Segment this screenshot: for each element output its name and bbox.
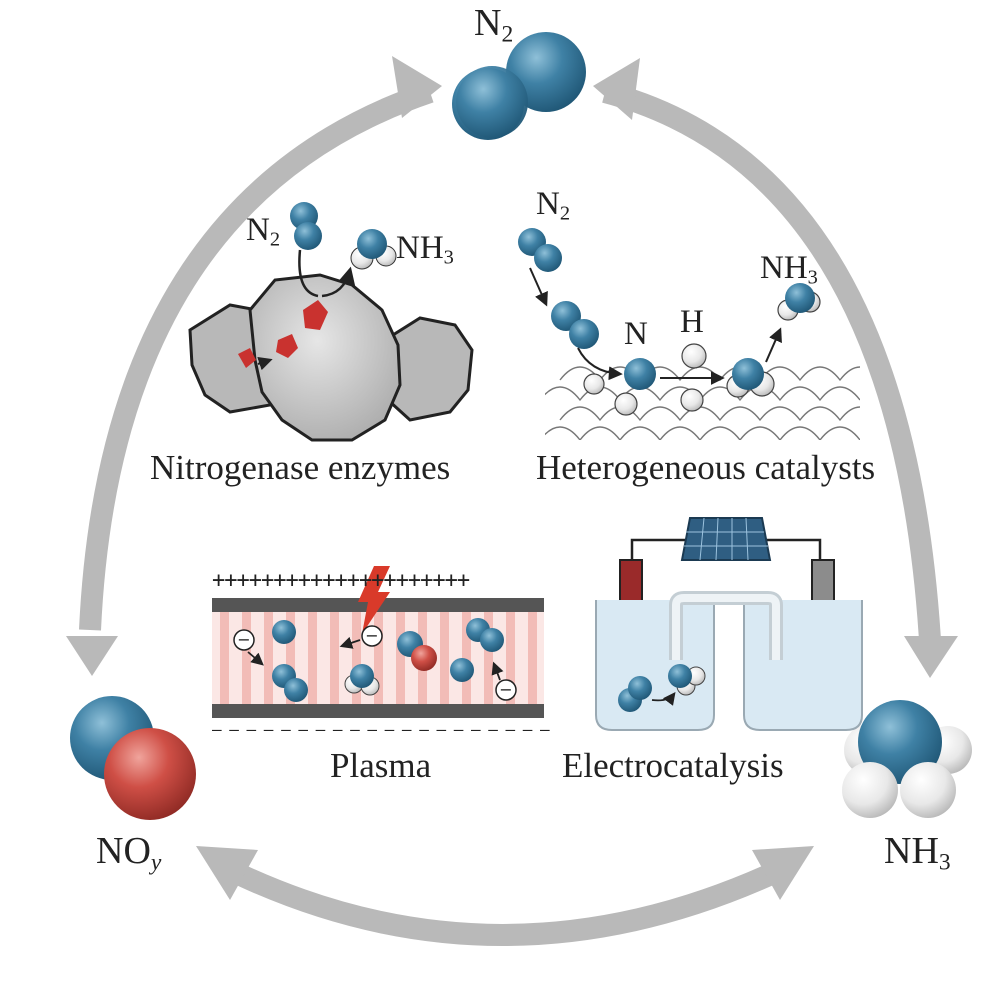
- caption-heterogeneous: Heterogeneous catalysts: [536, 448, 876, 487]
- catalyst-molecules: [518, 228, 821, 416]
- svg-text:−: −: [499, 680, 512, 699]
- nitrogenase-enzyme-illustration: [188, 249, 474, 442]
- enzyme-nh3-small: [350, 229, 397, 270]
- arrow-n2-to-nh3: [602, 81, 941, 641]
- arrow-noy-to-n2: [79, 81, 434, 631]
- arrow-head-n2-right: [593, 58, 640, 120]
- electrocatalysis-cell: [595, 517, 863, 731]
- catalyst-label-n: N: [624, 316, 648, 352]
- label-n2-top: N2: [474, 2, 514, 48]
- enzyme-label-nh3: NH3: [396, 230, 454, 269]
- cycle-arrows: [66, 56, 958, 946]
- catalyst-label-h: H: [680, 304, 704, 340]
- svg-text:−: −: [237, 630, 250, 649]
- caption-electrocatalysis: Electrocatalysis: [562, 746, 784, 785]
- arrow-head-noy-bottom: [196, 846, 258, 900]
- arrow-head-noy-top: [66, 636, 118, 676]
- enzyme-label-n2: N2: [246, 212, 281, 251]
- plasma-positive-charges: +++++++++++++++++++++: [212, 568, 470, 593]
- label-noy-left: NOy: [96, 830, 162, 876]
- arrow-nh3-to-noy: [225, 860, 785, 946]
- arrow-head-n2-left: [392, 56, 442, 118]
- catalyst-label-nh3: NH3: [760, 250, 818, 289]
- enzyme-n2-small: [290, 202, 322, 250]
- caption-plasma: Plasma: [330, 746, 432, 785]
- catalyst-label-n2: N2: [536, 186, 571, 225]
- caption-nitrogenase: Nitrogenase enzymes: [150, 448, 451, 487]
- noy-molecule: [70, 696, 196, 820]
- arrow-head-nh3-bottom: [752, 846, 814, 900]
- label-nh3-right: NH3: [884, 830, 951, 876]
- plasma-reactor: − − −: [212, 566, 544, 718]
- nh3-molecule-large: [842, 700, 972, 818]
- svg-text:−: −: [365, 626, 378, 645]
- solar-panel: [680, 517, 772, 561]
- plasma-negative-charges: – – – – – – – – – – – – – – – – – – – –: [212, 720, 550, 739]
- n2-molecule-large: [452, 32, 586, 140]
- arrow-head-nh3-top: [904, 636, 958, 678]
